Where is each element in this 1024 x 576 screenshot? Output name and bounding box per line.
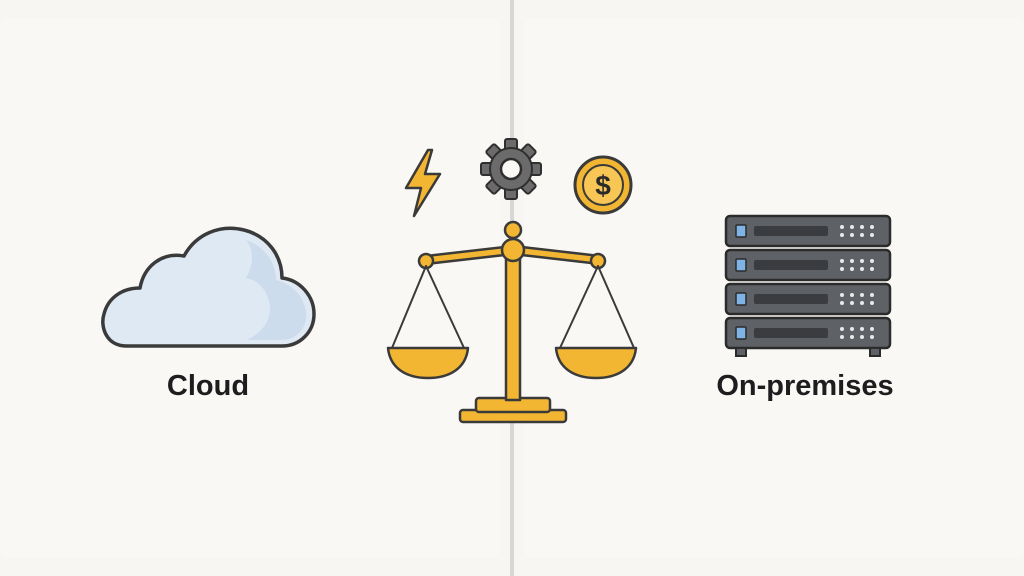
lightning-bolt-icon — [404, 148, 442, 218]
svg-text:$: $ — [595, 170, 611, 201]
cloud-label: Cloud — [166, 370, 250, 402]
server-rack-icon — [724, 214, 892, 357]
on-premises-label: On-premises — [716, 370, 894, 402]
cloud-icon — [101, 226, 316, 348]
gear-icon — [480, 138, 542, 200]
dollar-coin-icon: $ — [573, 155, 633, 215]
balance-scale-icon — [386, 220, 638, 424]
